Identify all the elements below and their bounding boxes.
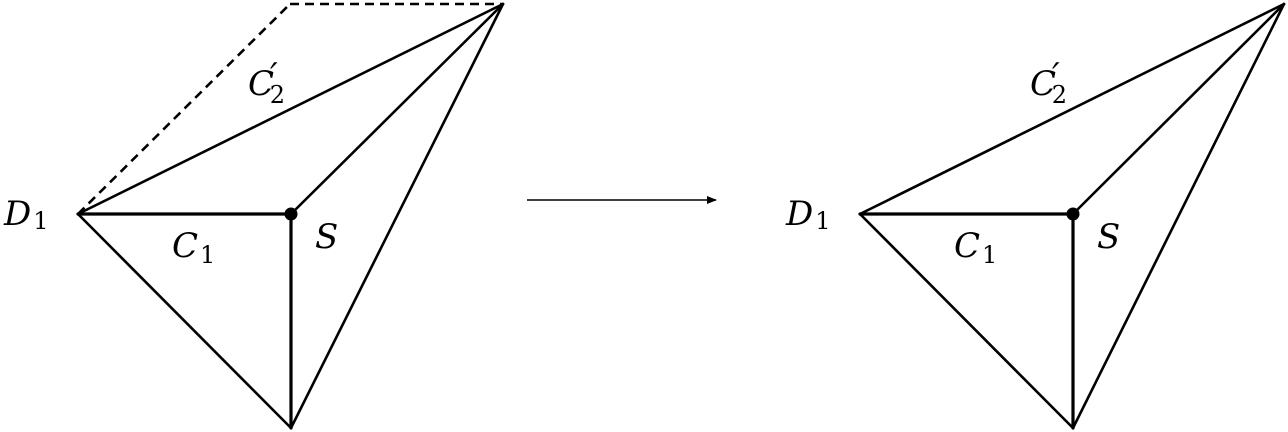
vertex-s-dot-right (1066, 207, 1080, 221)
label-d1-right: D1 (785, 194, 831, 235)
vertex-s-dot (284, 207, 298, 221)
label-c2-prime: C′2 (248, 56, 285, 109)
left-figure: D1 C1 C′2 S (3, 2, 505, 430)
dashed-edge-left-upper (77, 3, 291, 215)
label-s-right: S (1097, 217, 1120, 257)
edge-d1-to-bottom-right (858, 212, 1075, 430)
label-c1-right: C1 (954, 226, 997, 269)
edge-c2-prime-right (858, 2, 1286, 216)
label-c2-prime-right: C′2 (1030, 56, 1067, 109)
edge-right-side (289, 2, 505, 430)
label-c1: C1 (172, 226, 215, 269)
edge-s-to-top-right (1071, 2, 1286, 216)
right-figure: D1 C1 C′2 S (785, 2, 1286, 430)
edge-d1-to-bottom (76, 212, 293, 430)
label-d1: D1 (3, 194, 49, 235)
edge-right-side-right (1071, 2, 1286, 430)
edge-s-to-top (289, 2, 505, 216)
edge-c2-prime (76, 2, 505, 216)
label-s: S (315, 217, 338, 257)
